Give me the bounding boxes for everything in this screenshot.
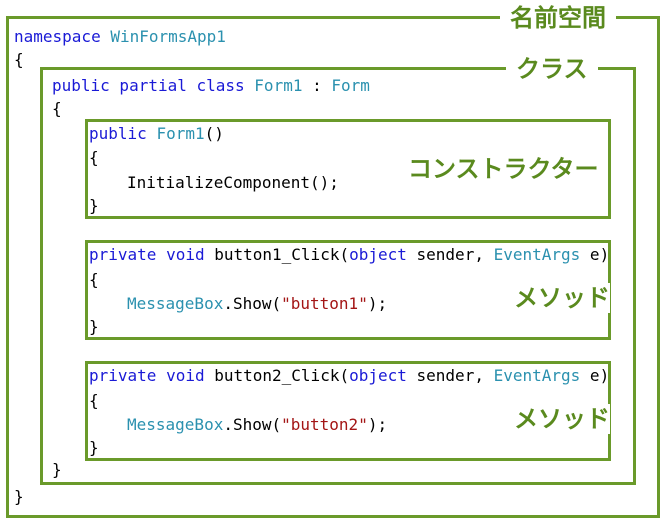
method1-brace-close: }: [89, 317, 99, 336]
method2-declaration: private void button2_Click(object sender…: [89, 366, 609, 386]
constructor-declaration: public Form1(): [89, 124, 224, 144]
method1-string: "button1": [281, 294, 368, 313]
constructor-parens: (): [204, 124, 224, 143]
method1-declaration: private void button1_Click(object sender…: [89, 245, 609, 265]
method2-eventargs-type: EventArgs: [493, 366, 581, 385]
class-keywords: public partial class: [52, 76, 245, 95]
method2-call-end: );: [367, 415, 388, 434]
constructor-body: InitializeComponent();: [127, 173, 339, 192]
constructor-frame: [85, 119, 611, 219]
method1-object-type: object: [349, 245, 407, 264]
namespace-name: WinFormsApp1: [110, 27, 226, 46]
constructor-label: コンストラクター: [408, 154, 599, 184]
constructor-brace-close: }: [89, 196, 99, 215]
method2-label: メソッド: [514, 404, 610, 434]
class-brace-close: }: [52, 460, 62, 479]
constructor-name: Form1: [156, 124, 205, 143]
method2-brace-open: {: [89, 391, 99, 410]
method2-keywords: private void: [89, 366, 205, 385]
method1-param-end: e): [580, 245, 610, 264]
namespace-keyword: namespace: [14, 27, 101, 46]
method2-show-call: .Show(: [223, 415, 282, 434]
namespace-brace-close: }: [14, 487, 24, 506]
method2-object-type: object: [349, 366, 407, 385]
constructor-keyword: public: [89, 124, 147, 143]
class-brace-open: {: [52, 99, 62, 118]
class-declaration: public partial class Form1 : Form: [52, 76, 370, 96]
method1-label: メソッド: [514, 283, 610, 313]
method1-sender: sender,: [406, 245, 494, 264]
method1-keywords: private void: [89, 245, 205, 264]
namespace-frame: [6, 16, 660, 518]
constructor-brace-open: {: [89, 148, 99, 167]
class-frame: [40, 67, 636, 485]
namespace-declaration: namespace WinFormsApp1: [14, 27, 226, 47]
method1-call-end: );: [367, 294, 388, 313]
method1-name: button1_Click(: [204, 245, 350, 264]
namespace-brace-open: {: [14, 50, 24, 69]
method2-messagebox: MessageBox: [127, 415, 224, 434]
class-base: Form: [331, 76, 370, 95]
class-separator: :: [302, 76, 332, 95]
namespace-label: 名前空間: [500, 3, 616, 33]
class-name: Form1: [254, 76, 303, 95]
method1-eventargs-type: EventArgs: [493, 245, 581, 264]
method2-body: MessageBox.Show("button2");: [127, 415, 387, 435]
method2-string: "button2": [281, 415, 368, 434]
method1-messagebox: MessageBox: [127, 294, 224, 313]
method1-body: MessageBox.Show("button1");: [127, 294, 387, 314]
method2-sender: sender,: [406, 366, 494, 385]
method2-param-end: e): [580, 366, 610, 385]
method1-brace-open: {: [89, 270, 99, 289]
method2-brace-close: }: [89, 438, 99, 457]
method2-name: button2_Click(: [204, 366, 350, 385]
method1-show-call: .Show(: [223, 294, 282, 313]
class-label: クラス: [506, 54, 598, 84]
